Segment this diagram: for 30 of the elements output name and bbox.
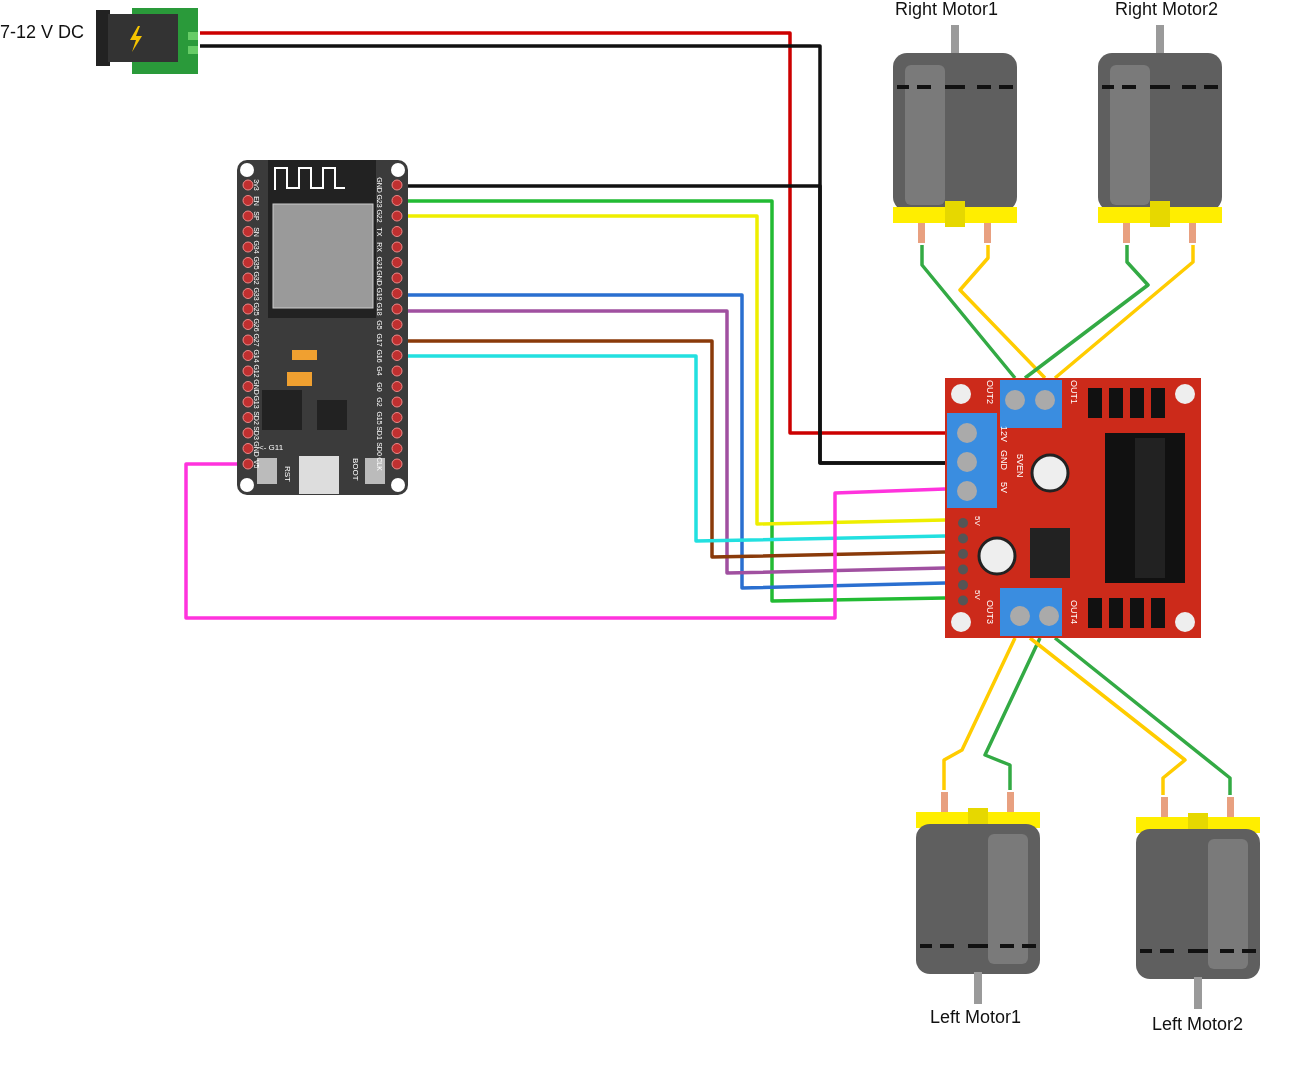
wire — [184, 462, 946, 620]
terminal-label: 12V — [999, 426, 1008, 442]
terminal-label: GND — [999, 450, 1008, 470]
terminal-label: OUT2 — [985, 380, 994, 404]
terminal-label: OUT3 — [985, 600, 994, 624]
pin-label: BOOT — [351, 458, 359, 481]
terminal-label: 5VEN — [1015, 454, 1024, 478]
pin-label: RST — [283, 466, 291, 482]
terminal-label: 5V — [973, 516, 981, 526]
wire — [920, 245, 1017, 380]
wire — [1028, 636, 1187, 795]
terminal-label: 5V — [999, 482, 1008, 493]
wire — [983, 637, 1042, 790]
terminal-label: OUT1 — [1069, 380, 1078, 404]
wire — [408, 199, 946, 603]
terminal-label: 5V — [973, 590, 981, 600]
component-label: Left Motor1 — [930, 1008, 1022, 1026]
wire — [408, 184, 945, 465]
component-label: Left Motor2 — [1152, 1015, 1244, 1033]
wire — [408, 214, 946, 526]
pin-label: <- G11 — [259, 444, 284, 452]
terminal-label: OUT4 — [1069, 600, 1078, 624]
component-label: Right Motor2 — [1115, 0, 1219, 18]
component-label: 7-12 V DC — [0, 23, 85, 41]
wire — [958, 245, 1047, 380]
wire — [942, 637, 1017, 790]
wire — [1053, 636, 1232, 795]
component-label: Right Motor1 — [895, 0, 999, 18]
wire — [1053, 245, 1195, 380]
wire — [1023, 245, 1150, 380]
